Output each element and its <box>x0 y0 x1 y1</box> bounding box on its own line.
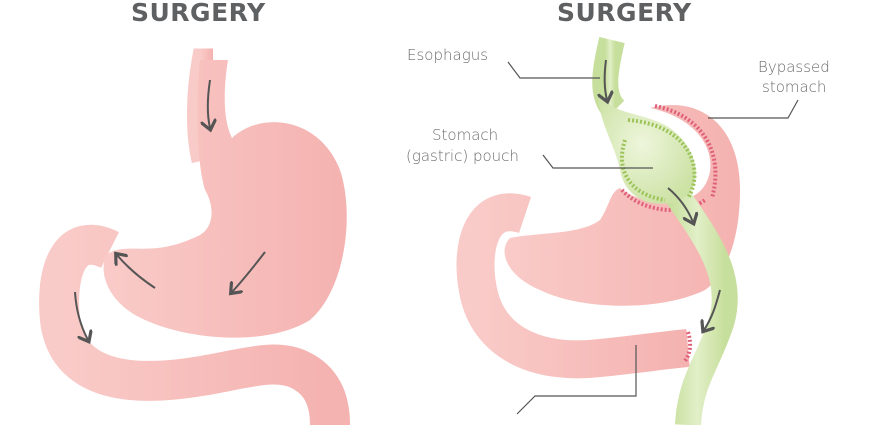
arrow-icon <box>117 255 156 289</box>
arrow-icon <box>208 79 210 128</box>
arrow-icon <box>667 187 693 222</box>
label-pouch-2: (gastric) pouch <box>406 147 519 165</box>
bypass-stomach <box>456 37 799 425</box>
panel-title-right: SURGERY <box>557 0 692 27</box>
label-bypassed-1: Bypassed <box>758 58 830 76</box>
leader-bypassed <box>708 99 799 119</box>
leader-pouch <box>542 154 653 169</box>
panel-title-left: SURGERY <box>131 0 266 27</box>
arrow-icon <box>232 251 266 292</box>
leader-intestine <box>516 345 637 415</box>
label-pouch-1: Stomach <box>432 126 499 144</box>
leader-esophagus <box>507 61 600 79</box>
label-esophagus: Esophagus <box>407 46 489 64</box>
arrow-icon <box>74 291 88 340</box>
arrow-icon <box>605 59 607 100</box>
arrow-icon <box>704 289 721 330</box>
label-bypassed-2: stomach <box>762 78 827 96</box>
normal-stomach <box>39 48 350 425</box>
